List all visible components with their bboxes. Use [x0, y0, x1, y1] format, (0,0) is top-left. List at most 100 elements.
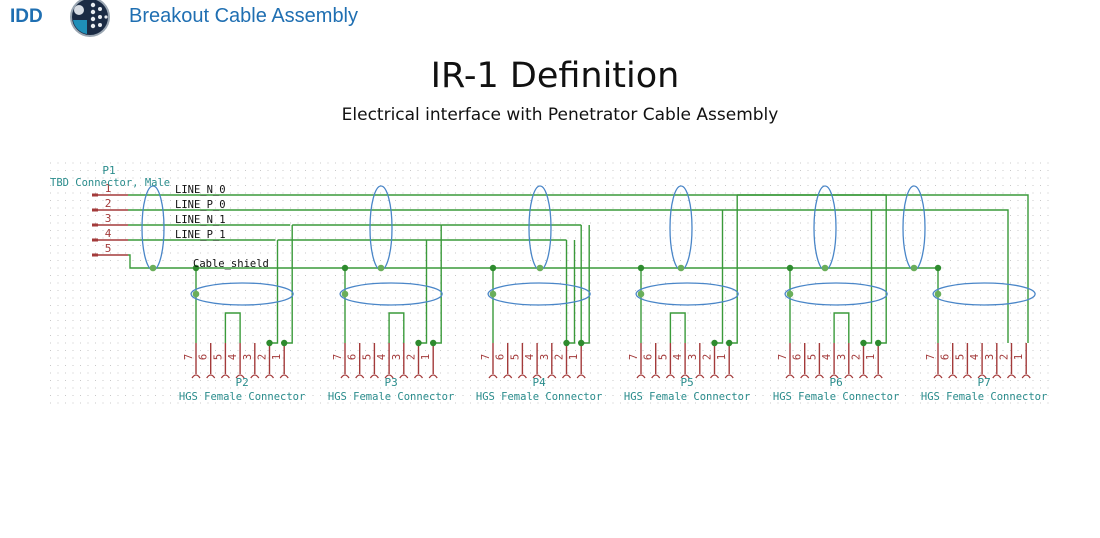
shield-ellipse-horizontal	[487, 282, 591, 306]
p1-pin-end-5	[92, 253, 98, 257]
connector-pin-number: 3	[391, 354, 403, 360]
shield-ellipse-horizontal	[339, 282, 443, 306]
shield-tap-dot	[821, 264, 829, 272]
junction-dot	[563, 339, 570, 347]
slide-subtitle: Electrical interface with Penetrator Cab…	[341, 105, 779, 125]
connector-pin-number: 7	[628, 354, 640, 360]
connector-pin-number: 6	[940, 354, 952, 360]
connector-pin-number: 2	[406, 354, 418, 360]
connector-value: HGS Female Connector	[773, 391, 899, 403]
wire-loopback	[388, 312, 405, 343]
shield-ellipse-vertical	[669, 185, 693, 271]
connector-pin-number: 2	[999, 354, 1011, 360]
org-label: IDD	[10, 6, 43, 27]
female-contact-icon	[829, 374, 839, 379]
connector-value: HGS Female Connector	[476, 391, 602, 403]
shield-ellipse-horizontal	[784, 282, 888, 306]
net-label-shield: Cable_shield	[193, 258, 269, 270]
shield-tap-dot	[377, 264, 385, 272]
document-title: Breakout Cable Assembly	[129, 5, 359, 27]
junction-dot	[637, 264, 645, 272]
female-contact-icon	[503, 374, 513, 379]
female-contact-icon	[532, 374, 542, 379]
connector-pin-number: 4	[227, 354, 239, 360]
shield-tap-dot	[786, 290, 794, 298]
wire-drop-pin1	[433, 225, 442, 344]
junction-dot	[934, 264, 942, 272]
female-contact-icon	[547, 374, 557, 379]
female-contact-icon	[814, 374, 824, 379]
p1-pin-number: 4	[105, 227, 112, 240]
shield-tap-dot	[910, 264, 918, 272]
female-contact-icon	[517, 374, 527, 379]
connector-pin-number: 6	[643, 354, 655, 360]
junction-dot	[489, 264, 497, 272]
female-contact-icon	[264, 374, 275, 379]
p1-pin-end-2	[92, 208, 98, 212]
connector-pin-number: 3	[984, 354, 996, 360]
net-label: LINE_N_1	[175, 214, 226, 226]
wire-cable-shield	[128, 254, 938, 269]
connector-pin-number: 2	[257, 354, 269, 360]
junction-dot	[266, 339, 273, 347]
connector-pin-number: 1	[865, 354, 877, 360]
connector-pin-number: 4	[821, 354, 833, 360]
net-label: LINE_P_0	[175, 199, 226, 211]
wire-loopback	[669, 312, 686, 343]
female-contact-icon	[399, 374, 409, 379]
shield-ellipse-horizontal	[190, 282, 294, 306]
net-label: LINE_P_1	[175, 229, 226, 241]
female-contact-icon	[873, 374, 883, 379]
wire-drop-pin2	[863, 210, 873, 344]
p1-pin-end-4	[92, 238, 98, 242]
female-contact-icon	[709, 374, 720, 379]
connector-pin-number: 5	[509, 354, 521, 360]
connector-pin-number: 5	[361, 354, 373, 360]
dotted-globe-logo-icon	[70, 0, 110, 37]
female-contact-icon	[651, 374, 661, 379]
female-contact-icon	[977, 374, 987, 379]
junction-dot	[875, 339, 882, 347]
junction-dot	[415, 339, 422, 347]
female-contact-icon	[576, 374, 586, 379]
connector-pin-number: 3	[539, 354, 551, 360]
female-contact-icon	[250, 374, 260, 379]
connector-pin-number: 6	[495, 354, 507, 360]
female-contact-icon	[665, 374, 675, 379]
female-contact-icon	[844, 374, 854, 379]
junction-dot	[726, 339, 733, 347]
connector-pin-number: 6	[198, 354, 210, 360]
connector-pin-number: 2	[702, 354, 714, 360]
p1-pin-end-1	[92, 193, 98, 197]
p1-ref: P1	[102, 164, 115, 177]
shield-ellipse-vertical	[813, 185, 837, 271]
female-contact-icon	[785, 374, 795, 379]
wire-line-p-0	[128, 209, 1009, 343]
junction-dot	[281, 339, 288, 347]
female-contact-icon	[428, 374, 438, 379]
connector-pin-number: 5	[954, 354, 966, 360]
female-contact-icon	[191, 374, 201, 379]
connector-pin-number: 4	[969, 354, 981, 360]
female-contact-icon	[858, 374, 869, 379]
junction-dot	[578, 339, 585, 347]
net-label: LINE_N_0	[175, 184, 226, 196]
connector-ref: P2	[235, 376, 248, 389]
connector-ref: P4	[532, 376, 546, 389]
p1-pin-number: 5	[105, 242, 112, 255]
shield-tap-dot	[637, 290, 645, 298]
junction-dot	[192, 264, 200, 272]
connector-pin-number: 5	[657, 354, 669, 360]
female-contact-icon	[561, 374, 572, 379]
female-contact-icon	[636, 374, 646, 379]
female-contact-icon	[369, 374, 379, 379]
female-contact-icon	[206, 374, 216, 379]
connector-pin-number: 1	[716, 354, 728, 360]
junction-dot	[341, 264, 349, 272]
female-contact-icon	[384, 374, 394, 379]
shield-ellipse-vertical	[902, 185, 926, 271]
connector-pin-number: 6	[347, 354, 359, 360]
connector-pin-number: 1	[420, 354, 432, 360]
female-contact-icon	[220, 374, 230, 379]
